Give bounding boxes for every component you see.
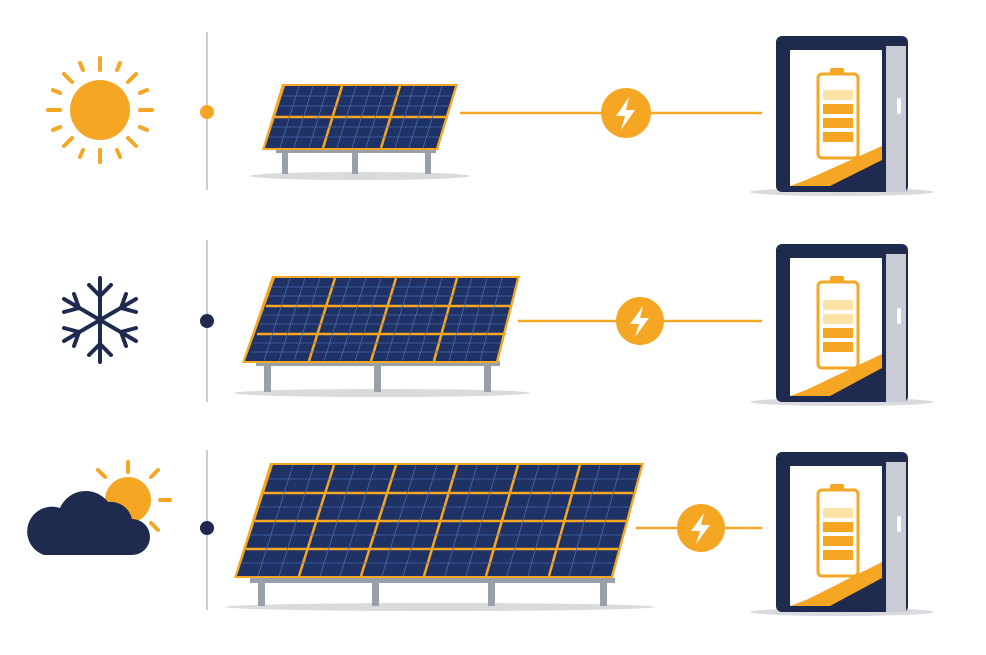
solar-panel-array	[225, 463, 655, 611]
battery-cabinet-icon	[750, 244, 934, 406]
lightning-icon	[677, 504, 725, 552]
snowflake-icon	[62, 276, 138, 364]
cloud-sun-icon	[27, 460, 172, 555]
solar-panel-array	[234, 276, 530, 397]
timeline-dot	[200, 105, 214, 119]
timeline-dot	[200, 521, 214, 535]
battery-cabinet-icon	[750, 36, 934, 196]
sun-icon	[46, 56, 154, 164]
timeline-dot	[200, 314, 214, 328]
lightning-icon	[601, 88, 651, 138]
lightning-icon	[616, 297, 664, 345]
battery-cabinet-icon	[750, 452, 934, 616]
row-snowy	[62, 240, 934, 406]
solar-panel-array	[250, 84, 470, 180]
row-sunny	[46, 32, 934, 196]
row-cloudy	[27, 450, 934, 616]
